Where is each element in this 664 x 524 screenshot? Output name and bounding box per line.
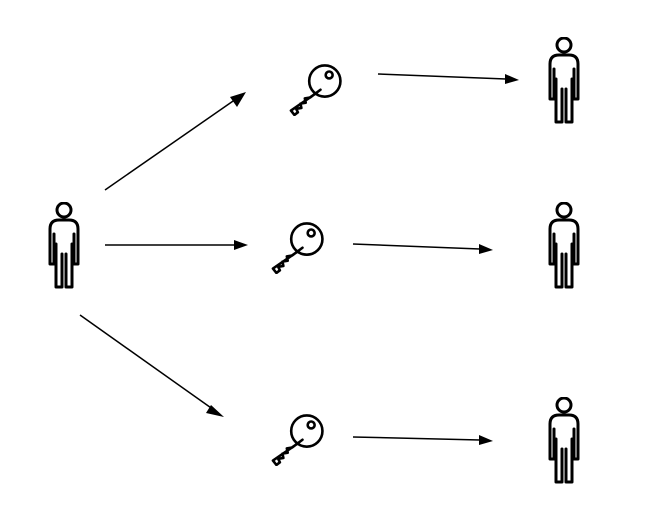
connector-arrow: [352, 435, 493, 445]
key-icon: [289, 64, 342, 116]
person-icon: [48, 202, 80, 289]
key-icon: [271, 222, 324, 274]
key-icon: [271, 414, 324, 466]
connector-arrow: [79, 314, 224, 417]
person-icon: [548, 202, 580, 289]
connector-arrow: [104, 92, 246, 191]
connector-arrow: [105, 240, 248, 250]
connector-arrow: [352, 243, 493, 254]
person-icon: [548, 37, 580, 124]
connector-arrow: [377, 73, 519, 84]
person-icon: [548, 397, 580, 484]
